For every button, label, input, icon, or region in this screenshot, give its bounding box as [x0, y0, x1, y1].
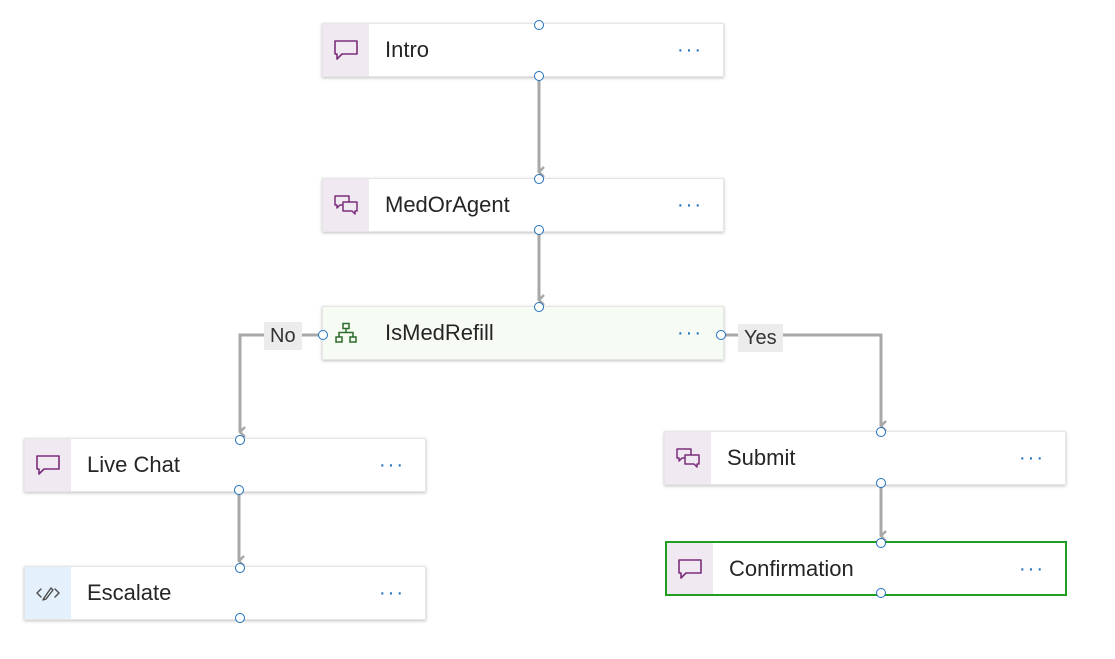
node-label: Confirmation: [729, 555, 854, 581]
port-submit-in[interactable]: [876, 427, 886, 437]
node-label: IsMedRefill: [385, 320, 494, 345]
message-icon: [678, 558, 702, 579]
node-livechat[interactable]: Live Chat ···: [24, 438, 426, 492]
node-confirmation[interactable]: Confirmation ···: [665, 541, 1067, 596]
more-options-button[interactable]: ···: [379, 454, 405, 476]
branch-label-yes: Yes: [738, 324, 783, 352]
port-intro-in[interactable]: [534, 20, 544, 30]
port-medoragent-in[interactable]: [534, 174, 544, 184]
node-ismedrefill-icon-box: [323, 307, 369, 359]
node-ismedrefill[interactable]: IsMedRefill ···: [322, 306, 724, 360]
node-label: Escalate: [87, 580, 172, 605]
more-options-button[interactable]: ···: [677, 322, 703, 344]
port-ismedrefill-no[interactable]: [318, 330, 328, 340]
more-options-button[interactable]: ···: [379, 582, 405, 604]
port-escalate-in[interactable]: [235, 563, 245, 573]
node-label: Submit: [727, 445, 796, 470]
question-icon: [334, 195, 358, 215]
node-escalate[interactable]: Escalate ···: [24, 566, 426, 620]
node-submit[interactable]: Submit ···: [664, 431, 1066, 485]
node-medoragent-icon-box: [323, 179, 369, 231]
port-livechat-out[interactable]: [234, 485, 244, 495]
node-confirmation-icon-box: [667, 543, 713, 594]
node-label: Live Chat: [87, 452, 180, 477]
condition-icon: [335, 322, 357, 343]
more-options-button[interactable]: ···: [1019, 447, 1045, 469]
node-intro[interactable]: Intro ···: [322, 23, 724, 77]
port-escalate-out[interactable]: [235, 613, 245, 623]
more-options-button[interactable]: ···: [677, 39, 703, 61]
port-ismedrefill-yes[interactable]: [716, 330, 726, 340]
node-medoragent[interactable]: MedOrAgent ···: [322, 178, 724, 232]
port-intro-out[interactable]: [534, 71, 544, 81]
node-label: Intro: [385, 37, 430, 62]
message-icon: [334, 40, 358, 60]
port-confirmation-in[interactable]: [876, 538, 886, 548]
port-confirmation-out[interactable]: [876, 588, 886, 598]
node-submit-icon-box: [665, 432, 711, 484]
more-options-button[interactable]: ···: [677, 194, 703, 216]
port-ismedrefill-in[interactable]: [534, 302, 544, 312]
node-intro-icon-box: [323, 24, 369, 76]
question-icon: [676, 448, 700, 468]
message-icon: [36, 455, 60, 475]
branch-label-no: No: [264, 322, 302, 350]
node-label: MedOrAgent: [385, 192, 510, 217]
more-options-button[interactable]: ···: [1019, 557, 1045, 580]
port-submit-out[interactable]: [876, 478, 886, 488]
action-icon: [36, 587, 60, 601]
port-medoragent-out[interactable]: [534, 225, 544, 235]
node-livechat-icon-box: [25, 439, 71, 491]
node-escalate-icon-box: [25, 567, 71, 619]
port-livechat-in[interactable]: [235, 435, 245, 445]
